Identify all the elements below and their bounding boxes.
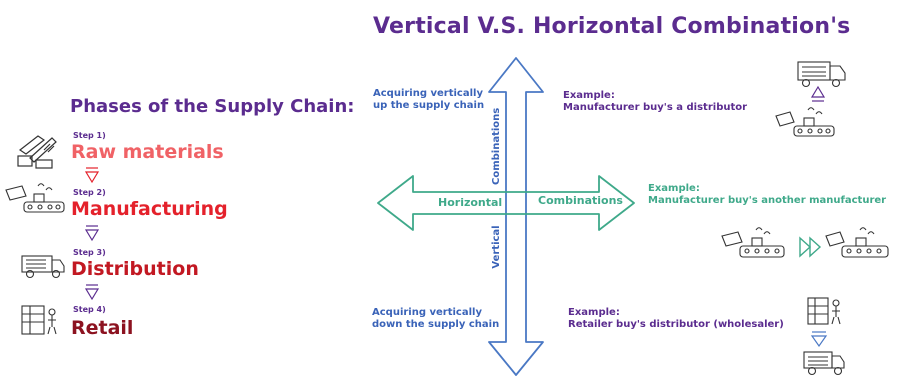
arrow-down-icon: [810, 331, 828, 348]
example-up: Example: Manufacturer buy's a distributo…: [563, 90, 748, 113]
phase-retail: Retail: [71, 317, 134, 339]
fast-forward-icon: [799, 236, 822, 258]
example-horizontal: Example: Manufacturer buy's another manu…: [648, 183, 887, 206]
horizontal-label: Horizontal: [438, 196, 503, 209]
store-icon: [21, 305, 57, 335]
horizontal-double-arrow: [377, 175, 635, 231]
conveyor-icon: [775, 107, 835, 137]
vertical-double-arrow: [488, 57, 544, 376]
phase-manufacturing: Manufacturing: [71, 198, 228, 220]
arrow-down-icon: [84, 284, 100, 301]
example-down: Example: Retailer buy's distributor (who…: [568, 307, 784, 330]
page-title: Vertical V.S. Horizontal Combination's: [373, 14, 851, 39]
conveyor-icon: [825, 227, 889, 258]
arrow-up-icon: [810, 85, 826, 102]
tools-icon: [17, 135, 57, 169]
horizontal-combinations-label: Combinations: [538, 194, 623, 207]
truck-icon: [797, 61, 846, 88]
truck-icon: [803, 351, 845, 376]
conveyor-icon: [721, 227, 785, 258]
phase-distribution: Distribution: [71, 258, 199, 280]
annotation-down: Acquiring vertically down the supply cha…: [372, 307, 500, 330]
store-icon: [807, 297, 841, 325]
conveyor-icon: [5, 183, 65, 213]
step-4-label: Step 4): [73, 305, 106, 314]
step-3-label: Step 3): [73, 248, 106, 257]
step-1-label: Step 1): [73, 131, 106, 140]
annotation-up: Acquiring vertically up the supply chain: [373, 88, 485, 111]
step-2-label: Step 2): [73, 188, 106, 197]
phase-raw-materials: Raw materials: [71, 141, 224, 163]
truck-icon: [21, 255, 65, 279]
phases-heading: Phases of the Supply Chain:: [70, 96, 355, 117]
arrow-down-icon: [84, 225, 100, 242]
arrow-down-icon: [84, 167, 100, 184]
